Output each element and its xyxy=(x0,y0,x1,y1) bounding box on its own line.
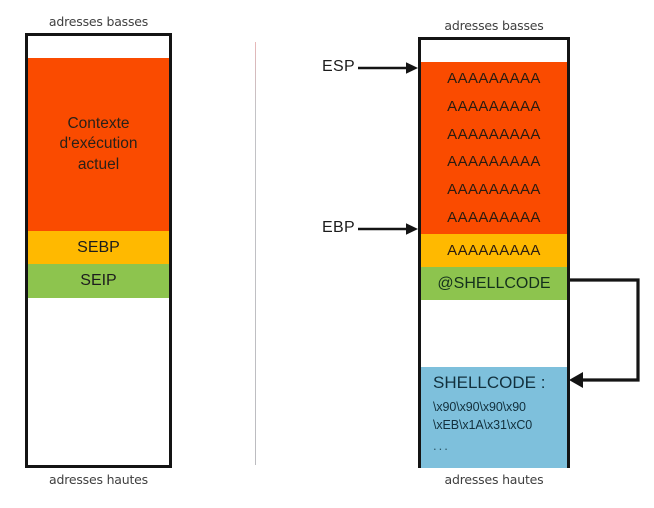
right-stack-saved-eip-band: @SHELLCODE xyxy=(421,267,567,300)
left-stack-bottom-caption: adresses hautes xyxy=(49,472,148,487)
right-stack-bottom-caption: adresses hautes xyxy=(444,472,544,487)
seip-label: SEIP xyxy=(80,272,117,289)
shellcode-title: SHELLCODE : xyxy=(433,373,546,392)
right-stack-saved-ebp-band: AAAAAAAAA xyxy=(421,234,567,267)
esp-arrow-icon xyxy=(358,62,418,74)
filler-row: AAAAAAAAA xyxy=(447,180,541,198)
right-stack-top-caption: adresses basses xyxy=(444,18,544,33)
ebp-register-label: EBP xyxy=(322,219,355,236)
shellcode-byte-line: \x90\x90\x90\x90 xyxy=(433,400,526,414)
right-stack-filler-band: AAAAAAAAA AAAAAAAAA AAAAAAAAA AAAAAAAAA … xyxy=(421,62,567,234)
context-line-1: Contexte xyxy=(67,114,130,132)
saved-ebp-overwrite-label: AAAAAAAAA xyxy=(447,242,541,259)
left-stack-box: Contexte d'exécution actuel SEBP SEIP xyxy=(25,33,172,468)
context-line-2: d'exécution xyxy=(59,135,138,153)
shellcode-ellipsis: ... xyxy=(433,437,450,453)
esp-register-label: ESP xyxy=(322,58,355,75)
shellcode-jump-arrow-icon xyxy=(567,278,640,388)
vertical-divider-line xyxy=(255,42,256,465)
shellcode-byte-line: \xEB\x1A\x31\xC0 xyxy=(433,417,533,432)
ebp-arrow-icon xyxy=(358,223,418,235)
filler-row: AAAAAAAAA xyxy=(447,208,541,226)
filler-row: AAAAAAAAA xyxy=(447,70,541,88)
right-stack-box: AAAAAAAAA AAAAAAAAA AAAAAAAAA AAAAAAAAA … xyxy=(418,37,570,468)
left-stack-top-caption: adresses basses xyxy=(48,14,149,29)
left-stack-sebp-band: SEBP xyxy=(28,231,169,264)
filler-row: AAAAAAAAA xyxy=(447,125,541,143)
context-line-3: actuel xyxy=(77,155,120,173)
filler-row: AAAAAAAAA xyxy=(447,97,541,115)
left-stack-context-band: Contexte d'exécution actuel xyxy=(28,58,169,231)
right-stack-shellcode-band: SHELLCODE : \x90\x90\x90\x90 \xEB\x1A\x3… xyxy=(421,367,567,468)
left-stack-seip-band: SEIP xyxy=(28,264,169,298)
shellcode-pointer-label: @SHELLCODE xyxy=(437,274,551,292)
filler-row: AAAAAAAAA xyxy=(447,153,541,171)
sebp-label: SEBP xyxy=(77,238,120,256)
